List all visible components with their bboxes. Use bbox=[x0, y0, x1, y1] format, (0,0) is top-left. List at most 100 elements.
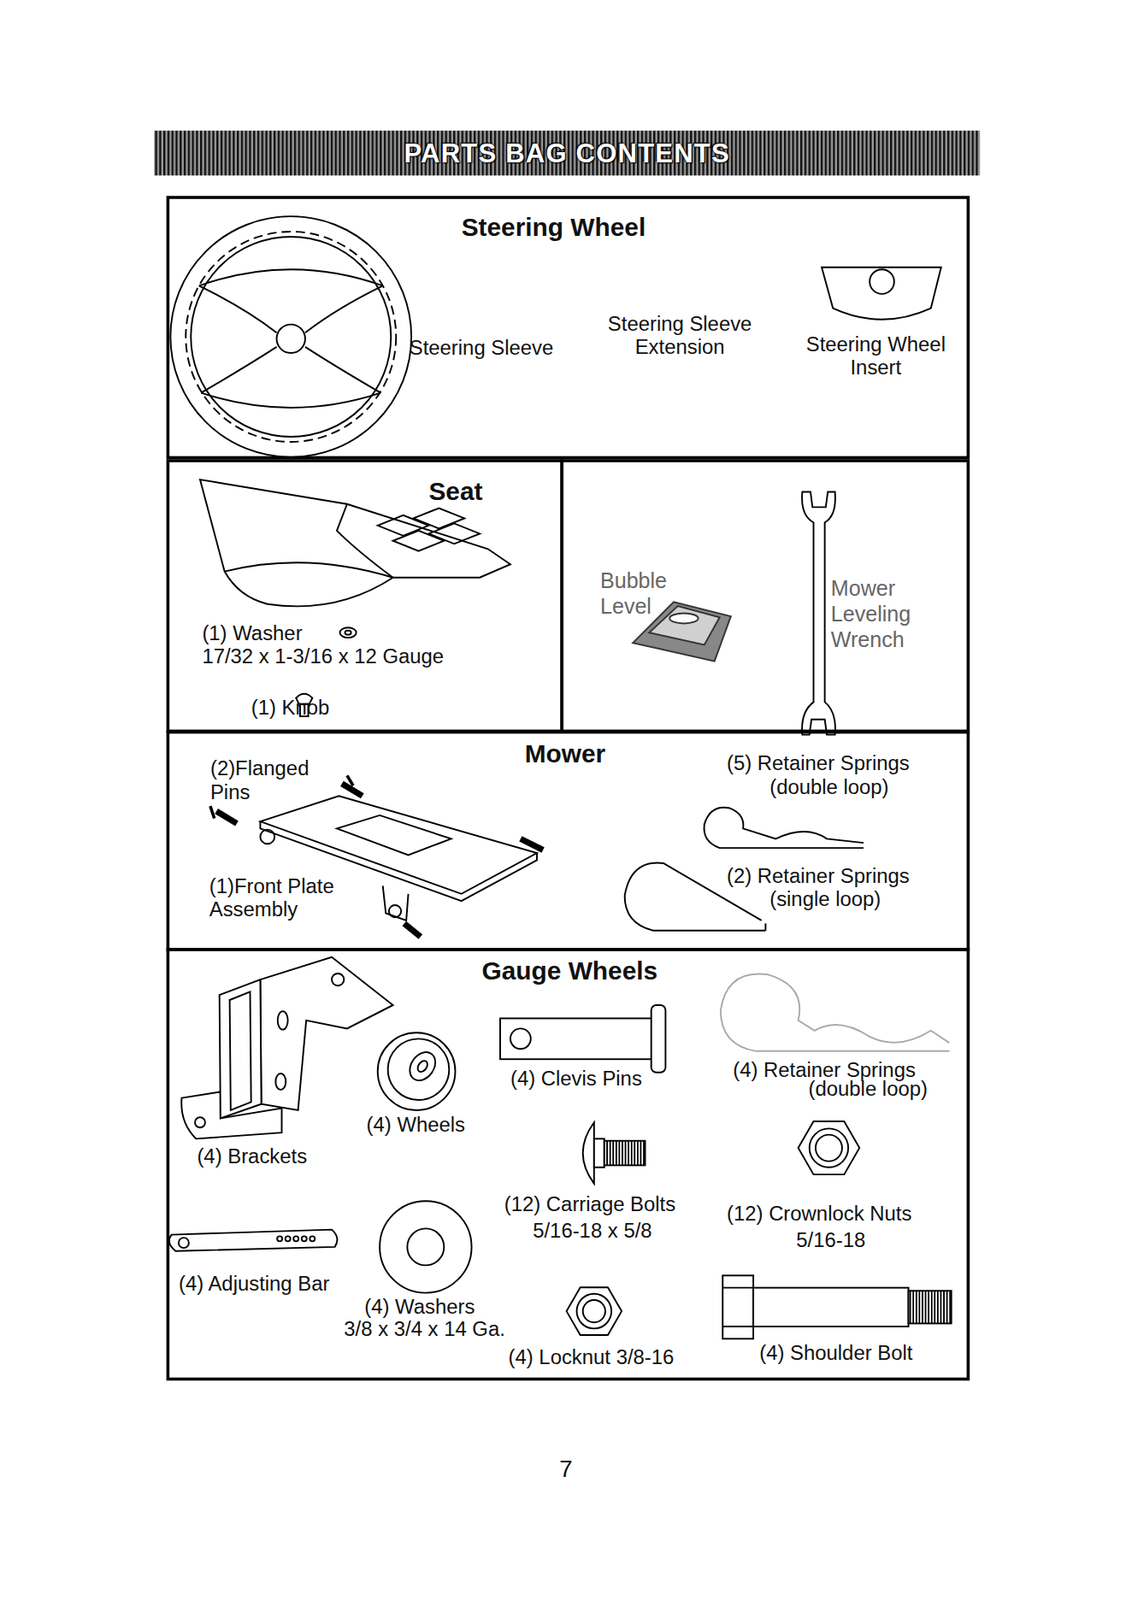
wheel-spoke bbox=[305, 285, 384, 333]
bolt-head bbox=[583, 1122, 595, 1185]
part-label: Steering Wheel Insert bbox=[789, 332, 963, 380]
wheel-spoke bbox=[199, 269, 384, 286]
wheel-hub bbox=[404, 1047, 441, 1085]
washer bbox=[379, 1201, 472, 1293]
part-label: 3/8 x 3/4 x 14 Ga. bbox=[343, 1317, 505, 1341]
wheel-rim bbox=[170, 216, 412, 458]
panel-heading: Gauge Wheels bbox=[482, 955, 659, 986]
bolt-thread bbox=[604, 1141, 646, 1167]
title-band bbox=[153, 130, 980, 177]
part-name: Mower Leveling Wrench bbox=[831, 575, 928, 653]
adjusting-bar bbox=[169, 1230, 338, 1252]
part-label: (1) Knob bbox=[251, 695, 331, 720]
bar-hole bbox=[277, 1236, 283, 1242]
part-label: (2)Flanged Pins bbox=[210, 757, 333, 805]
bar-hole bbox=[293, 1236, 299, 1242]
part-label: (4) Shoulder Bolt bbox=[759, 1342, 913, 1366]
part-label: (4) Wheels bbox=[366, 1114, 466, 1138]
seat-pad bbox=[413, 508, 466, 530]
part-label: (4) Washers bbox=[364, 1295, 475, 1319]
part-label: (12) Carriage Bolts bbox=[504, 1193, 676, 1217]
part-label: (double loop) bbox=[808, 1078, 928, 1102]
washer-hole bbox=[406, 1228, 444, 1266]
clevis-head bbox=[651, 1005, 667, 1074]
bolt-shank bbox=[753, 1288, 908, 1327]
bolt-thread bbox=[908, 1291, 952, 1324]
panel-heading: Seat bbox=[428, 475, 483, 507]
bar-hole bbox=[301, 1236, 307, 1242]
bracket-channel bbox=[229, 991, 252, 1110]
insert-shape bbox=[821, 267, 942, 320]
wheel-spoke bbox=[199, 285, 278, 333]
part-label: (1)Front Plate Assembly bbox=[209, 874, 363, 922]
bolt-head-edge bbox=[722, 1288, 754, 1327]
part-label: (4) Clevis Pins bbox=[510, 1067, 643, 1091]
level-vial bbox=[669, 613, 698, 625]
level-body bbox=[648, 606, 720, 645]
seat-pad bbox=[377, 515, 430, 537]
insert-hole bbox=[869, 269, 895, 295]
part-label: (1) Washer bbox=[201, 621, 302, 645]
bolt-head bbox=[722, 1275, 754, 1339]
nut-hole bbox=[815, 1135, 843, 1162]
wheel-hub bbox=[415, 1059, 430, 1074]
part-label: (5) Retainer Springs bbox=[726, 752, 910, 776]
flanged-pin bbox=[520, 838, 543, 850]
bar-hole bbox=[285, 1236, 291, 1242]
retainer-spring bbox=[720, 973, 950, 1051]
wheel-hub bbox=[277, 324, 306, 354]
part-label: Steering Sleeve Extension bbox=[593, 312, 767, 360]
flanged-pin bbox=[216, 811, 237, 824]
nut-hole bbox=[583, 1300, 606, 1323]
part-name: Bubble Level bbox=[600, 567, 692, 620]
flanged-pin bbox=[404, 923, 421, 938]
bracket-hole bbox=[331, 973, 344, 986]
seat-pad bbox=[428, 523, 480, 544]
washer-hole bbox=[345, 630, 352, 636]
nut-face bbox=[577, 1294, 613, 1330]
page-title: PARTS BAG CONTENTS bbox=[153, 130, 980, 177]
pin-flange bbox=[210, 806, 215, 819]
parts-panel: Steering Wheel bbox=[166, 195, 971, 460]
panel-heading: Steering Wheel bbox=[461, 211, 647, 242]
part-label: (2) Retainer Springs bbox=[726, 864, 910, 888]
bracket-hole bbox=[275, 1073, 286, 1091]
bracket-flange bbox=[259, 957, 393, 1111]
plate-arm bbox=[383, 885, 409, 921]
bolt-neck bbox=[594, 1138, 605, 1168]
bar-hole bbox=[178, 1238, 189, 1249]
wheel-spoke bbox=[305, 347, 381, 394]
nut-face bbox=[809, 1128, 849, 1168]
page-number: 7 bbox=[559, 1455, 572, 1483]
wrench bbox=[801, 491, 836, 735]
retainer-spring bbox=[704, 807, 864, 849]
wheel-rim-inner bbox=[190, 236, 391, 437]
wheel-spoke bbox=[200, 393, 381, 408]
part-label: 5/16-18 bbox=[795, 1228, 866, 1252]
bar-hole bbox=[309, 1236, 315, 1242]
pin-flange bbox=[347, 775, 354, 786]
spring-end bbox=[764, 923, 767, 931]
locknut bbox=[566, 1287, 622, 1336]
gauge-wheel bbox=[388, 1038, 450, 1101]
part-label: (single loop) bbox=[769, 888, 881, 912]
part-label: 5/16-18 x 5/8 bbox=[532, 1220, 652, 1244]
part-label: (4) Brackets bbox=[196, 1145, 307, 1169]
wheel-spoke bbox=[200, 347, 277, 394]
plate-opening bbox=[336, 815, 452, 856]
part-label: (4) Locknut 3/8-16 bbox=[508, 1346, 675, 1370]
gauge-wheel bbox=[377, 1032, 456, 1111]
part-label: 17/32 x 1-3/16 x 12 Gauge bbox=[201, 645, 444, 669]
parts-panel: Bubble Level Mower Leveling Wrench bbox=[560, 459, 970, 733]
clevis-hole bbox=[510, 1028, 531, 1050]
wheel-grip bbox=[185, 231, 396, 443]
part-label: (4) Adjusting Bar bbox=[178, 1273, 331, 1297]
crownlock-nut bbox=[798, 1121, 861, 1175]
seat-pad bbox=[393, 530, 445, 552]
part-label: Steering Sleeve bbox=[409, 336, 555, 360]
plate-hole bbox=[389, 905, 401, 918]
seat-edge bbox=[224, 562, 394, 578]
parts-panel: Seat bbox=[166, 459, 564, 733]
part-label: (double loop) bbox=[769, 775, 889, 799]
part-label: (12) Crownlock Nuts bbox=[726, 1202, 912, 1226]
